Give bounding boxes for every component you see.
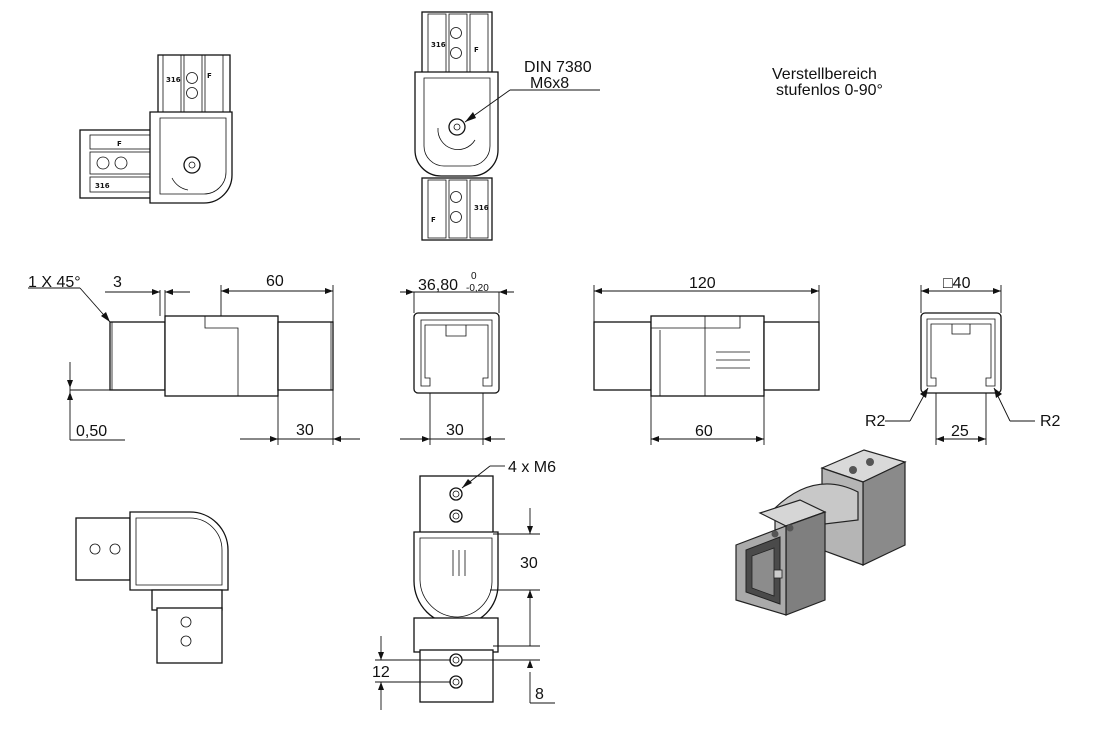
end-section [400, 289, 514, 445]
annotation-din: DIN 7380 [524, 59, 592, 76]
dim-holes: 4 x M6 [508, 459, 556, 476]
dim-offset: 0,50 [76, 423, 107, 440]
angled-top-view: 316 F 316 F [79, 54, 233, 204]
dim-top-length: 60 [266, 273, 284, 290]
front-view-holes [375, 465, 555, 710]
isometric-view [735, 449, 907, 616]
dim-hole-spacing: 12 [372, 664, 390, 681]
part-label-f-b: F [117, 140, 122, 148]
part-label-316-d: 316 [474, 204, 489, 212]
part-label-316: 316 [166, 76, 181, 84]
part-label-f-c: F [474, 46, 479, 54]
dim-outer-width: 36,80 [418, 277, 458, 294]
dim-radius-left: R2 [865, 413, 886, 430]
dim-tol-lower: -0,20 [466, 283, 489, 294]
dim-total-length: 120 [689, 275, 716, 292]
dim-slot: 25 [951, 423, 969, 440]
dim-section-width: 30 [446, 422, 464, 439]
profile-section [885, 285, 1035, 445]
side-view [28, 285, 360, 445]
dim-hole-edge: 8 [535, 686, 544, 703]
part-label-316-b: 316 [95, 182, 110, 190]
dim-inner-length: 60 [695, 423, 713, 440]
dim-insert-width: 30 [296, 422, 314, 439]
part-label-316-c: 316 [431, 41, 446, 49]
dim-chamfer: 1 X 45° [28, 274, 81, 291]
annotation-range-line2: stufenlos 0-90° [776, 82, 883, 99]
dim-gap: 3 [113, 274, 122, 291]
part-label-f: F [207, 72, 212, 80]
side-view-extended [593, 285, 820, 445]
dim-joint: 30 [520, 555, 538, 572]
part-label-f-d: F [431, 216, 436, 224]
dim-tol-upper: 0 [471, 271, 477, 282]
angled-bottom-view [75, 511, 229, 664]
dim-profile: □40 [943, 275, 971, 292]
annotation-screw: M6x8 [530, 75, 569, 92]
annotation-range-line1: Verstellbereich [772, 66, 877, 83]
dim-radius-right: R2 [1040, 413, 1061, 430]
straight-top-view: 316 F F 316 [414, 11, 600, 241]
